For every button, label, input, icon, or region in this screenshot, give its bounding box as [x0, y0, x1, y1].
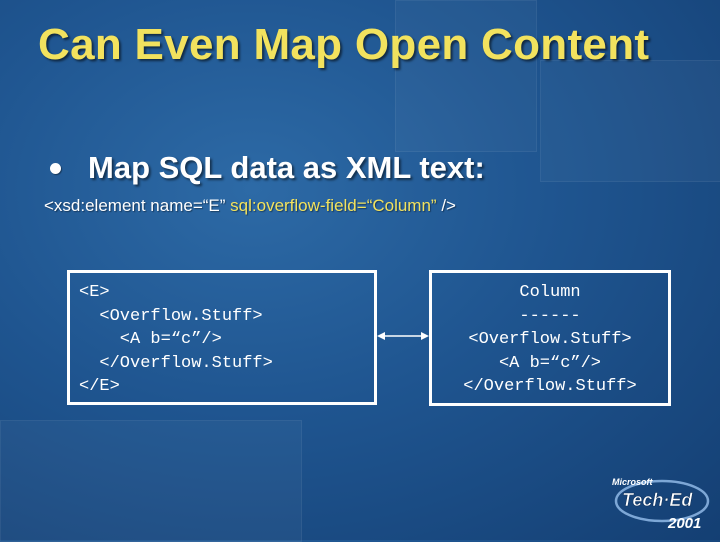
code-line: Column [519, 283, 581, 302]
code-line: <Overflow.Stuff> [468, 330, 632, 349]
slide-title: Can Even Map Open Content [38, 20, 650, 69]
xml-element-box: <E> <Overflow.Stuff> <A b=“c”/> </Overfl… [67, 270, 377, 405]
bullet-item: Map SQL data as XML text: [50, 150, 485, 186]
sql-column-box: Column ------ <Overflow.Stuff> <A b=“c”/… [429, 270, 671, 406]
background-panel [395, 0, 537, 152]
teched-logo: Microsoft Tech·Ed 2001 [612, 477, 710, 532]
background-panel [540, 60, 720, 182]
bullet-dot-icon [50, 162, 61, 174]
code-line: </Overflow.Stuff> [463, 377, 637, 396]
double-arrow-icon [377, 332, 429, 340]
code-line: </Overflow.Stuff> [79, 353, 273, 373]
background-panel [0, 420, 302, 542]
bullet-text: Map SQL data as XML text: [88, 150, 485, 185]
logo-name: Tech·Ed [622, 490, 693, 510]
code-line: ------ [519, 306, 581, 326]
code-part: /> [436, 196, 456, 215]
code-part: <xsd:element name=“E” [44, 196, 231, 215]
xsd-code-line: <xsd:element name=“E” sql:overflow-field… [44, 196, 456, 216]
code-line: <E> [79, 283, 110, 302]
code-line: </E> [79, 377, 120, 396]
code-line: <A b=“c”/> [79, 330, 222, 349]
code-highlight: sql:overflow-field=“Column” [230, 196, 437, 215]
logo-brand: Microsoft [612, 477, 654, 487]
logo-year: 2001 [667, 515, 701, 532]
code-line: <A b=“c”/> [498, 353, 602, 373]
code-line: <Overflow.Stuff> [79, 306, 263, 326]
